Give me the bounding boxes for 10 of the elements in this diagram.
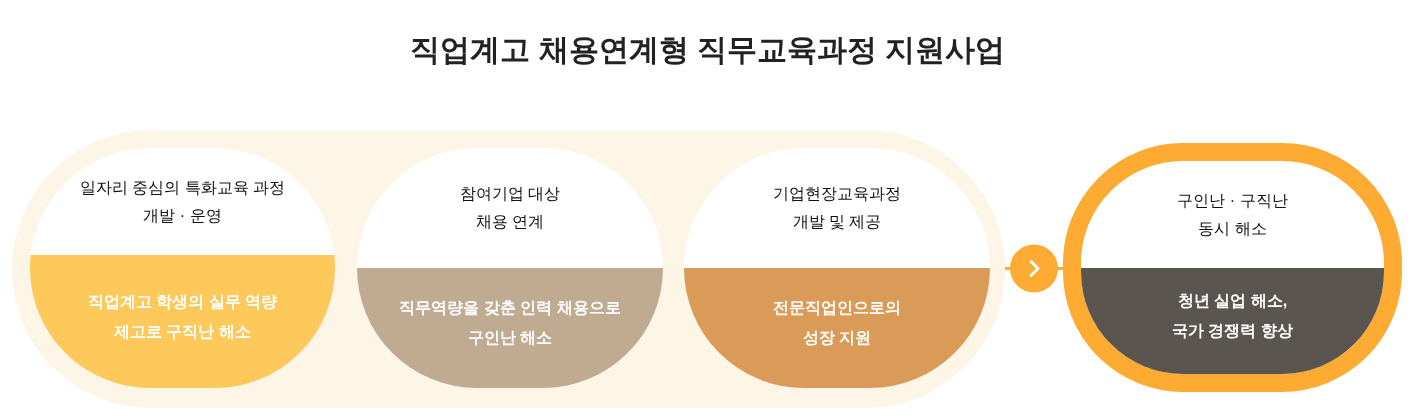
pill-body-text: 직업계고 학생의 실무 역량 제고로 구직난 해소 bbox=[86, 291, 279, 342]
pill-heading: 구인난 · 구직난 동시 해소 bbox=[1176, 190, 1289, 239]
arrow bbox=[1005, 244, 1063, 293]
pill-heading: 기업현장교육과정 개발 및 제공 bbox=[772, 184, 902, 232]
pill-body-text: 직무역량을 갖춘 인력 채용으로 구인난 해소 bbox=[398, 298, 622, 348]
pill-heading: 참여기업 대상 채용 연계 bbox=[458, 184, 562, 232]
pill-body-text: 청년 실업 해소, 국가 경쟁력 향상 bbox=[1171, 291, 1294, 341]
title: 직업계고 채용연계형 직무교육과정 지원사업 bbox=[409, 32, 1007, 68]
pill-body-text: 전문직업인으로의 성장 지원 bbox=[772, 298, 902, 348]
pill-heading: 일자리 중심의 특화교육 과정 개발 · 운영 bbox=[78, 177, 287, 226]
